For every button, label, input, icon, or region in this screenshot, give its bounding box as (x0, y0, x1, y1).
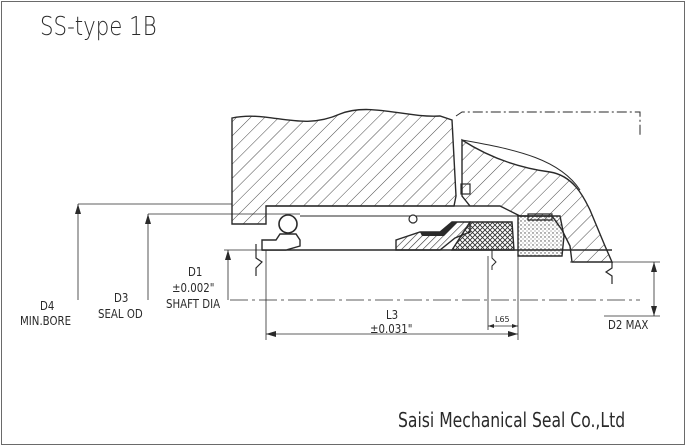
stationary-seat (517, 215, 565, 257)
gland-o-ring (278, 214, 298, 234)
l3-label: L3 (386, 308, 399, 322)
retainer-pin (408, 214, 418, 224)
d3-label: D3 (114, 291, 129, 305)
gland-body (231, 108, 457, 225)
housing-upper-edge (461, 139, 581, 191)
l65-label: L65 (495, 315, 510, 324)
l3-tolerance: ±0.031" (370, 322, 413, 336)
drawing-title: SS-type 1B (40, 12, 157, 42)
company-name: Saisi Mechanical Seal Co.,Ltd (398, 408, 626, 432)
d4-label: D4 (40, 299, 55, 313)
d3-sub-label: SEAL OD (98, 307, 143, 321)
d2-label: D2 MAX (608, 318, 649, 332)
seat-cup (527, 213, 553, 221)
seal-face-ring (450, 221, 515, 251)
shaft-break-right (604, 262, 613, 284)
d4-sub-label: MIN.BORE (20, 314, 72, 328)
d1-tolerance: ±0.002" (172, 281, 215, 295)
bellows-dark-edge (420, 222, 458, 236)
d1-label: D1 (188, 265, 203, 279)
shaft-break-left (255, 244, 263, 276)
shaft-break-mid (491, 250, 497, 270)
housing-dashed-outline (455, 111, 641, 135)
shaft-sleeve-lip (261, 233, 301, 251)
d1-sub-label: SHAFT DIA (166, 297, 221, 311)
